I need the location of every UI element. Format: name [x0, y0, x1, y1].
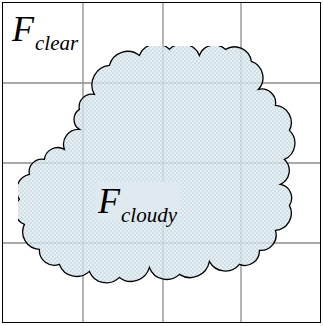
cloud-region: Fcloudy — [18, 46, 298, 288]
symbol-subscript: clear — [35, 31, 78, 55]
symbol-subscript: cloudy — [121, 203, 177, 227]
symbol-label: Fcloudy — [95, 182, 180, 220]
symbol-letter: F — [12, 9, 34, 49]
symbol-letter: F — [98, 181, 120, 221]
cloud-shape — [18, 46, 295, 283]
cloud-outline — [18, 46, 298, 288]
grid-frame: FclearFcloudy — [2, 2, 321, 323]
symbol-label: Fclear — [12, 11, 78, 47]
